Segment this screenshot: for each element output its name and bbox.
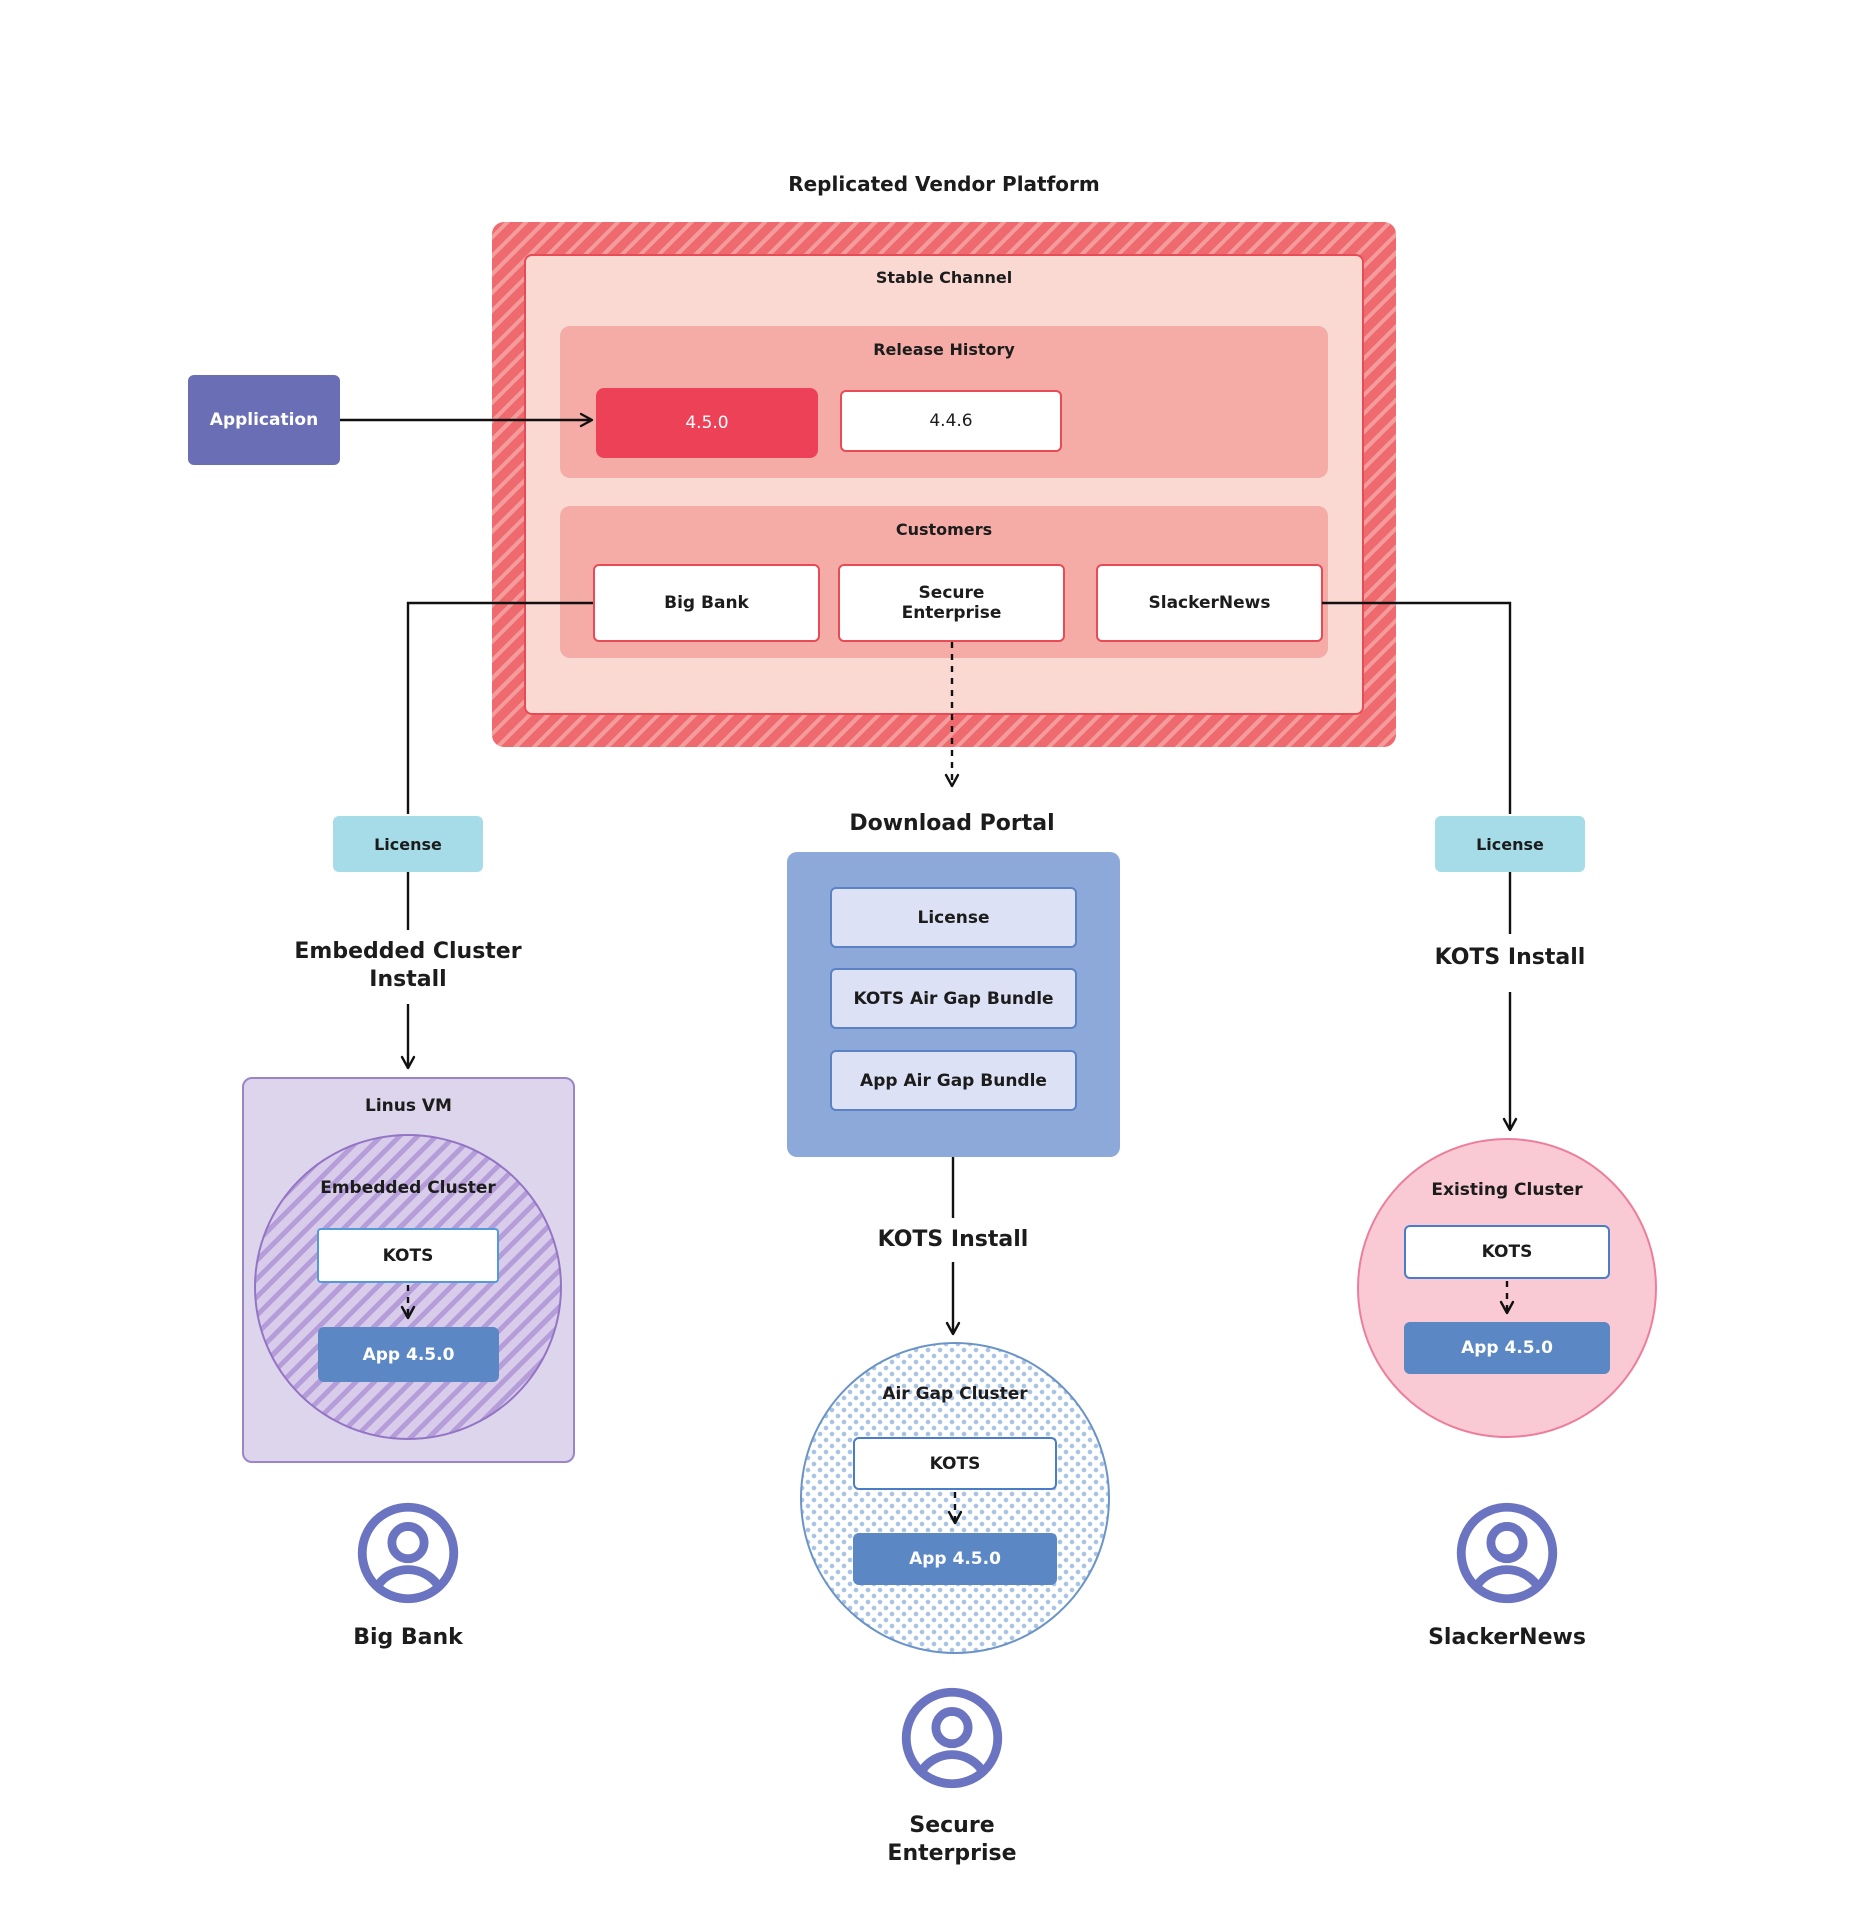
stable-channel-label: Stable Channel [875, 268, 1013, 287]
release-history-label: Release History [873, 340, 1015, 359]
app-box-airgap: App 4.5.0 [853, 1533, 1057, 1585]
portal-item-app-air-gap-bundle: App Air Gap Bundle [830, 1050, 1077, 1111]
user-label-big-bank: Big Bank [353, 1625, 463, 1650]
customers-label: Customers [895, 520, 993, 539]
kots-box-airgap: KOTS [853, 1437, 1057, 1490]
license-badge-right: License [1435, 816, 1585, 872]
customer-box-slackernews: SlackerNews [1096, 564, 1323, 642]
flow-label-kots-install-center: KOTS Install [877, 1227, 1029, 1252]
customer-box-big-bank: Big Bank [593, 564, 820, 642]
air-gap-cluster-label: Air Gap Cluster [882, 1384, 1028, 1404]
diagram-title: Replicated Vendor Platform [788, 172, 1100, 196]
portal-item-kots-air-gap-bundle: KOTS Air Gap Bundle [830, 968, 1077, 1029]
portal-item-license: License [830, 887, 1077, 948]
app-box-embedded: App 4.5.0 [318, 1327, 499, 1382]
user-label-secure-enterprise: Secure Enterprise [887, 1813, 1017, 1866]
user-icon-big-bank [357, 1502, 459, 1604]
flow-label-embedded-cluster-install: Embedded Cluster Install [294, 939, 522, 992]
user-label-slackernews: SlackerNews [1428, 1625, 1586, 1650]
user-icon-secure-enterprise [901, 1687, 1003, 1789]
flow-label-kots-install-right: KOTS Install [1434, 945, 1586, 970]
embedded-cluster-label: Embedded Cluster [320, 1178, 496, 1198]
kots-box-existing: KOTS [1404, 1225, 1610, 1279]
download-portal-title: Download Portal [849, 811, 1055, 836]
app-box-existing: App 4.5.0 [1404, 1322, 1610, 1374]
release-item-4-4-6: 4.4.6 [840, 390, 1062, 452]
release-item-4-5-0: 4.5.0 [596, 388, 818, 458]
customer-box-secure-enterprise: Secure Enterprise [838, 564, 1065, 642]
existing-cluster-label: Existing Cluster [1431, 1180, 1583, 1200]
license-badge-left: License [333, 816, 483, 872]
kots-box-embedded: KOTS [317, 1228, 499, 1283]
user-icon-slackernews [1456, 1502, 1558, 1604]
linus-vm-label: Linus VM [365, 1096, 452, 1116]
application-box: Application [188, 375, 340, 465]
